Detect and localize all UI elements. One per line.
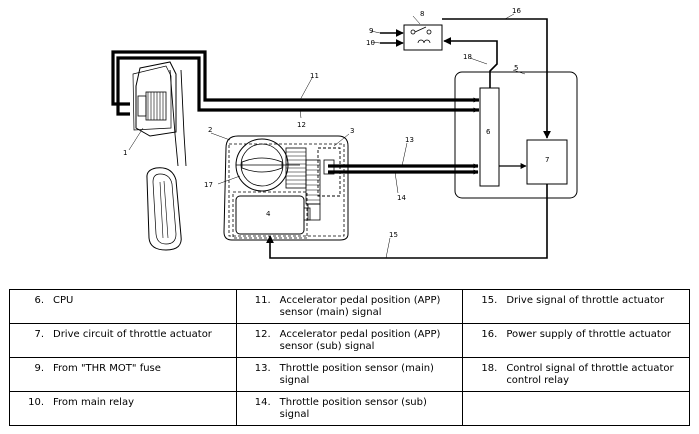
relay-coil-icon xyxy=(417,39,431,44)
throttle-body-housing xyxy=(223,135,349,241)
legend-number: 18. xyxy=(481,363,498,374)
legend-number: 9. xyxy=(34,363,44,374)
relay-switch-icon xyxy=(414,26,427,33)
callout-1: 1 xyxy=(123,149,127,157)
actuator-drive-line xyxy=(266,184,548,259)
motor-shaft xyxy=(303,207,311,221)
legend-cell: 13. Throttle position sensor (main) signa… xyxy=(235,357,464,392)
legend-cell: 15. Drive signal of throttle actuator xyxy=(462,289,690,324)
callout-16: 16 xyxy=(512,7,521,15)
legend-text: From main relay xyxy=(53,397,134,408)
relay-contact-icon-2 xyxy=(426,29,432,35)
legend-text: Throttle position sensor (main) signal xyxy=(279,363,434,386)
legend-cell: 18. Control signal of throttle actuator c… xyxy=(462,357,690,392)
callout-10: 10 xyxy=(366,39,375,47)
legend-text: Drive circuit of throttle actuator xyxy=(53,329,212,340)
legend-number: 16. xyxy=(481,329,498,340)
callout-18: 18 xyxy=(463,53,472,61)
pedal-pad xyxy=(146,167,182,251)
pedal-arm xyxy=(169,69,187,167)
legend-number: 12. xyxy=(254,329,271,340)
callout-leaders xyxy=(128,13,526,259)
throttle-plate xyxy=(241,157,283,173)
legend-number: 14. xyxy=(254,397,271,408)
throttle-body-dashed xyxy=(228,143,345,237)
legend-number: 11. xyxy=(254,295,271,306)
pedal-pad-inner xyxy=(152,173,177,245)
app-sub-signal-line xyxy=(116,56,479,116)
callout-3: 3 xyxy=(350,127,354,135)
relay-control-line xyxy=(443,37,498,88)
callout-14: 14 xyxy=(397,194,406,202)
legend-number: 13. xyxy=(254,363,271,374)
legend-number: 6. xyxy=(34,295,44,306)
legend-cell: 6. CPU xyxy=(9,289,237,324)
legend-cell: 11. Accelerator pedal position (APP) sens… xyxy=(235,289,464,324)
legend-table: 6. CPU 11. Accelerator pedal position (APP… xyxy=(9,289,690,426)
legend-text: From "THR MOT" fuse xyxy=(53,363,161,374)
gear-motor xyxy=(307,203,321,221)
pedal-sensor-coil-lines xyxy=(147,92,164,120)
legend-row: 10. From main relay 14. Throttle position … xyxy=(9,391,690,426)
legend-cell xyxy=(462,391,690,426)
ecm-box xyxy=(454,71,578,199)
legend-text: CPU xyxy=(53,295,74,306)
legend-number: 10. xyxy=(28,397,44,408)
cpu-block xyxy=(479,87,500,187)
legend-text: Accelerator pedal position (APP) sensor … xyxy=(279,295,441,318)
legend-row: 6. CPU 11. Accelerator pedal position (APP… xyxy=(9,289,690,324)
relay-box xyxy=(403,24,443,51)
gear-stack-teeth xyxy=(286,151,306,185)
legend-text: Drive signal of throttle actuator xyxy=(506,295,665,306)
callout-4: 4 xyxy=(266,210,271,218)
power-supply-line xyxy=(442,18,551,139)
pedal-sensor-connector xyxy=(137,95,147,117)
callout-13: 13 xyxy=(405,136,414,144)
legend-text: Control signal of throttle actuator cont… xyxy=(506,363,674,386)
legend-cell: 14. Throttle position sensor (sub) signal xyxy=(235,391,464,426)
callout-12: 12 xyxy=(297,121,306,129)
legend-text: Throttle position sensor (sub) signal xyxy=(279,397,427,420)
callout-5: 5 xyxy=(514,64,518,72)
callout-17: 17 xyxy=(204,181,213,189)
callout-9: 9 xyxy=(369,27,373,35)
legend-row: 9. From "THR MOT" fuse 13. Throttle positi… xyxy=(9,357,690,392)
legend-text: Accelerator pedal position (APP) sensor … xyxy=(279,329,441,352)
pedal-sensor-housing xyxy=(135,61,177,137)
pedal-wiring-loop xyxy=(111,50,479,106)
throttle-control-diagram: 1 2 3 4 5 6 7 8 9 10 11 12 13 14 15 16 1… xyxy=(111,7,578,259)
callout-6: 6 xyxy=(486,128,491,136)
legend-cell: 12. Accelerator pedal position (APP) sens… xyxy=(235,323,464,358)
legend-cell: 7. Drive circuit of throttle actuator xyxy=(9,323,237,358)
callout-15: 15 xyxy=(389,231,398,239)
pedal-pad-ribs xyxy=(159,180,169,239)
callout-2: 2 xyxy=(208,126,212,134)
callout-7: 7 xyxy=(545,156,549,164)
gear-small-teeth xyxy=(306,164,320,201)
legend-cell: 16. Power supply of throttle actuator xyxy=(462,323,690,358)
legend-text: Power supply of throttle actuator xyxy=(506,329,672,340)
legend-row: 7. Drive circuit of throttle actuator 12.… xyxy=(9,323,690,358)
pedal-sensor-frame xyxy=(132,65,172,131)
legend-cell: 10. From main relay xyxy=(9,391,237,426)
legend-cell: 9. From "THR MOT" fuse xyxy=(9,357,237,392)
legend-number: 15. xyxy=(481,295,498,306)
callout-8: 8 xyxy=(420,10,424,18)
legend-number: 7. xyxy=(34,329,44,340)
callout-11: 11 xyxy=(310,72,319,80)
